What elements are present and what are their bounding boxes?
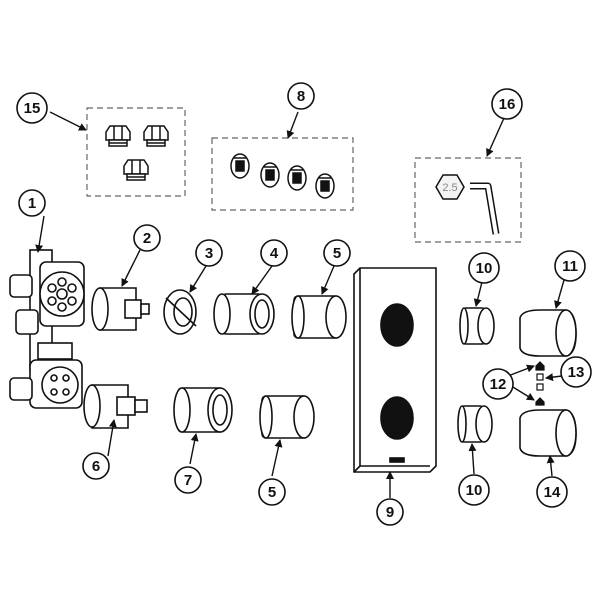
callout-16: 16 bbox=[491, 88, 523, 120]
callout-2: 2 bbox=[133, 224, 161, 252]
svg-text:5: 5 bbox=[268, 484, 276, 501]
svg-text:14: 14 bbox=[544, 484, 561, 501]
knob-part-14 bbox=[519, 409, 577, 457]
sleeve-part-5-upper bbox=[291, 295, 347, 339]
callout-14: 14 bbox=[536, 476, 568, 508]
svg-text:7: 7 bbox=[184, 472, 192, 489]
svg-text:12: 12 bbox=[490, 376, 507, 393]
svg-text:15: 15 bbox=[24, 100, 41, 117]
group-box-16 bbox=[414, 157, 522, 243]
group-box-8 bbox=[211, 137, 354, 211]
callout-11: 11 bbox=[554, 250, 586, 282]
callout-10-lower: 10 bbox=[458, 474, 490, 506]
svg-text:6: 6 bbox=[92, 458, 100, 475]
svg-text:9: 9 bbox=[386, 504, 394, 521]
group-box-15 bbox=[86, 107, 186, 197]
ring-part-10-lower bbox=[457, 405, 493, 443]
svg-text:3: 3 bbox=[205, 245, 213, 262]
svg-text:2: 2 bbox=[143, 230, 151, 247]
svg-text:10: 10 bbox=[466, 482, 483, 499]
plug-part-15 bbox=[105, 125, 169, 181]
sleeve-part-5-lower bbox=[259, 395, 315, 439]
callout-5-upper: 5 bbox=[323, 239, 351, 267]
svg-text:1: 1 bbox=[28, 195, 36, 212]
callout-10-upper: 10 bbox=[468, 252, 500, 284]
adapter-part-7 bbox=[173, 387, 233, 433]
svg-text:13: 13 bbox=[568, 364, 585, 381]
knob-part-11 bbox=[519, 309, 577, 357]
callout-5-lower: 5 bbox=[258, 478, 286, 506]
callout-8: 8 bbox=[287, 82, 315, 110]
hex-key-part-16: 2.5 bbox=[435, 174, 500, 235]
clip-part-3 bbox=[163, 289, 197, 335]
insert-part-8 bbox=[230, 153, 335, 199]
trim-plate-part-9 bbox=[353, 267, 437, 473]
callout-3: 3 bbox=[195, 239, 223, 267]
svg-text:16: 16 bbox=[499, 96, 516, 113]
svg-text:11: 11 bbox=[562, 258, 578, 275]
cartridge-part-6 bbox=[83, 384, 148, 429]
svg-text:8: 8 bbox=[297, 88, 305, 105]
valve-body-part-1 bbox=[9, 249, 85, 409]
callout-15: 15 bbox=[16, 92, 48, 124]
cartridge-part-2 bbox=[91, 287, 150, 331]
hex-key-size-label: 2.5 bbox=[442, 182, 457, 194]
callout-12: 12 bbox=[482, 368, 514, 400]
svg-text:4: 4 bbox=[270, 245, 279, 262]
ring-part-10-upper bbox=[459, 307, 495, 345]
adapter-part-4 bbox=[213, 293, 275, 335]
callout-4: 4 bbox=[260, 239, 288, 267]
svg-text:5: 5 bbox=[333, 245, 341, 262]
callout-6: 6 bbox=[82, 452, 110, 480]
callout-7: 7 bbox=[174, 466, 202, 494]
callout-1: 1 bbox=[18, 189, 46, 217]
small-parts-12-13 bbox=[535, 361, 545, 406]
callout-9: 9 bbox=[376, 498, 404, 526]
callout-13: 13 bbox=[560, 356, 592, 388]
svg-text:10: 10 bbox=[476, 260, 493, 277]
